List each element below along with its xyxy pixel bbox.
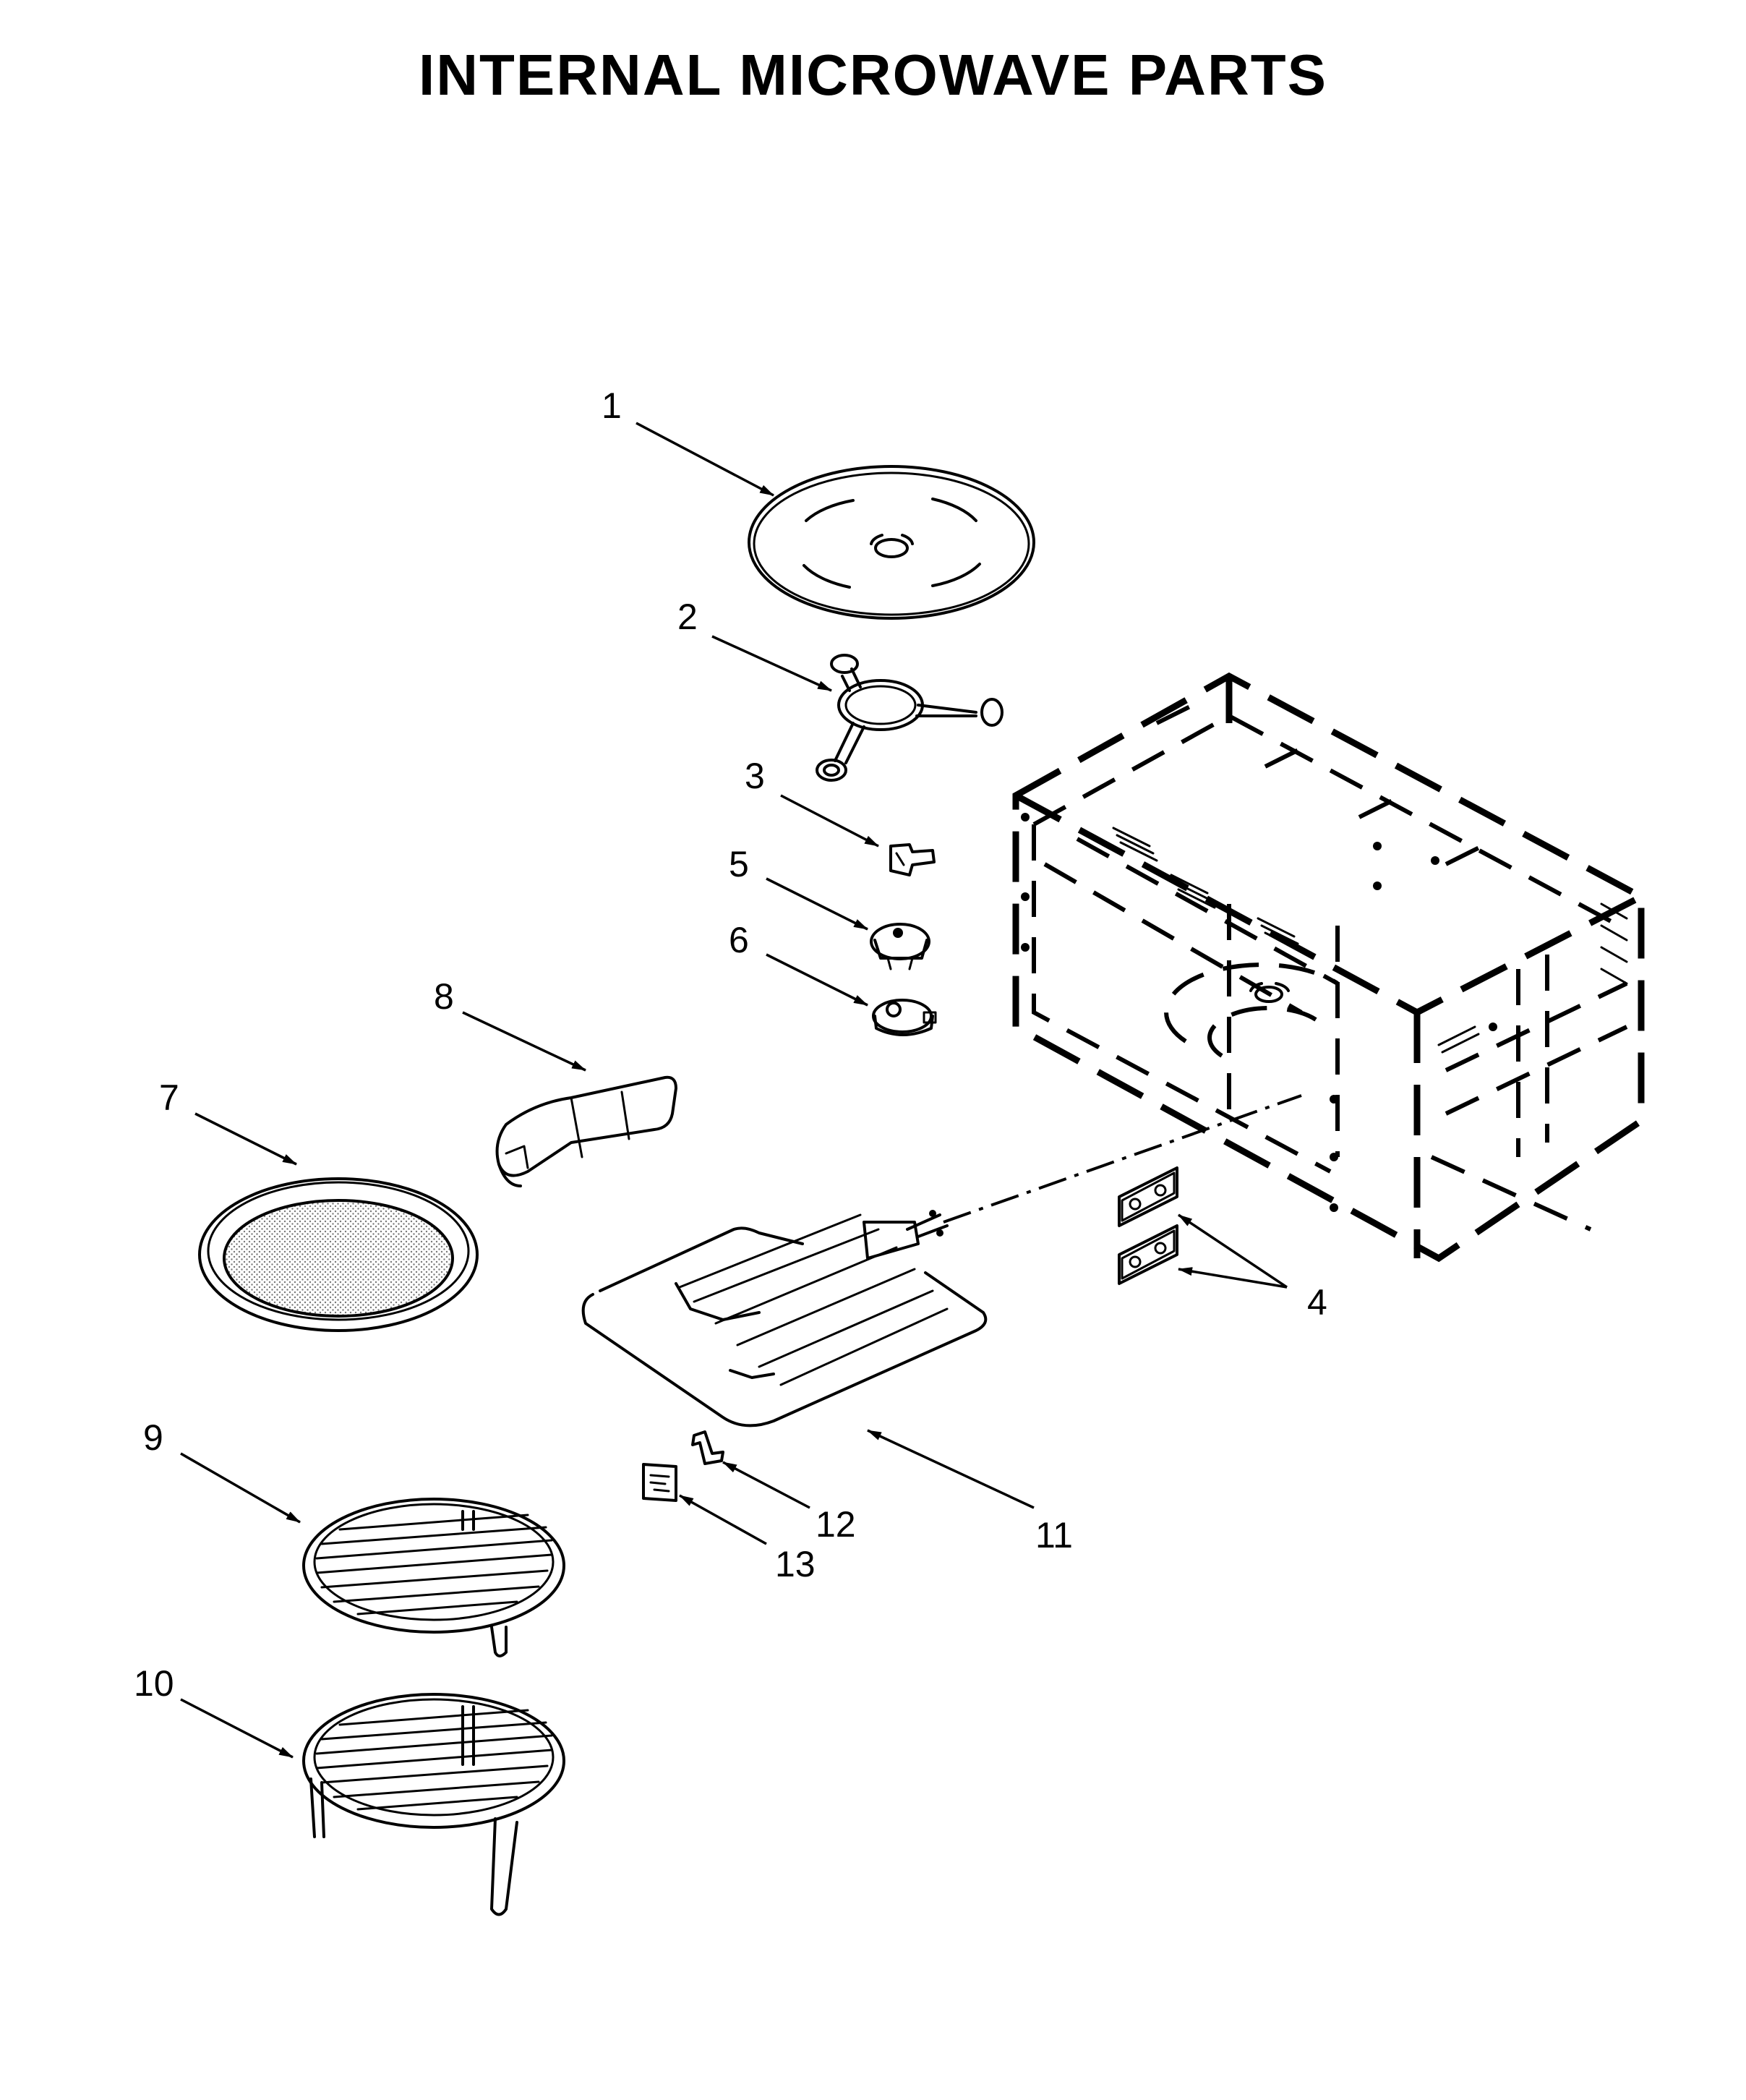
part-3-clip <box>889 843 936 876</box>
part-8-handle <box>495 1075 677 1187</box>
callout-12: 12 <box>816 1504 856 1545</box>
page-title: INTERNAL MICROWAVE PARTS <box>419 43 1327 107</box>
callout-4: 4 <box>1307 1282 1327 1323</box>
callout-2: 2 <box>677 597 698 637</box>
part-13-label <box>642 1463 677 1502</box>
callout-leaders <box>180 422 1288 1759</box>
part-5-coupler <box>870 923 930 970</box>
callout-3: 3 <box>745 756 765 796</box>
callout-7: 7 <box>159 1077 179 1118</box>
assembly-center-line <box>943 1094 1302 1224</box>
microwave-cavity <box>1012 672 1645 1263</box>
callout-13: 13 <box>775 1544 816 1584</box>
part-7-crisper-pan <box>198 1177 479 1332</box>
callout-1: 1 <box>602 385 622 426</box>
cavity-vents <box>1112 827 1628 1054</box>
callout-9: 9 <box>143 1417 163 1458</box>
callout-8: 8 <box>434 976 454 1017</box>
cavity-holes <box>1021 813 1497 1212</box>
part-11-heating-element <box>581 1210 988 1427</box>
part-2-roller-support <box>816 654 1003 782</box>
callout-11: 11 <box>1035 1515 1073 1555</box>
callout-6: 6 <box>729 920 749 960</box>
part-12-bracket <box>691 1430 724 1465</box>
part-6-turntable-motor <box>872 999 937 1036</box>
part-4-covers <box>1118 1166 1178 1285</box>
callout-5: 5 <box>729 844 749 884</box>
part-1-turntable-tray <box>748 465 1035 620</box>
callout-10: 10 <box>134 1663 174 1704</box>
callout-labels: 1 2 3 4 5 6 7 8 9 10 11 12 13 <box>134 385 1327 1704</box>
cavity-turntable-recess <box>1164 962 1339 1058</box>
part-10-tall-rack <box>302 1693 565 1916</box>
part-9-rack <box>302 1498 565 1657</box>
